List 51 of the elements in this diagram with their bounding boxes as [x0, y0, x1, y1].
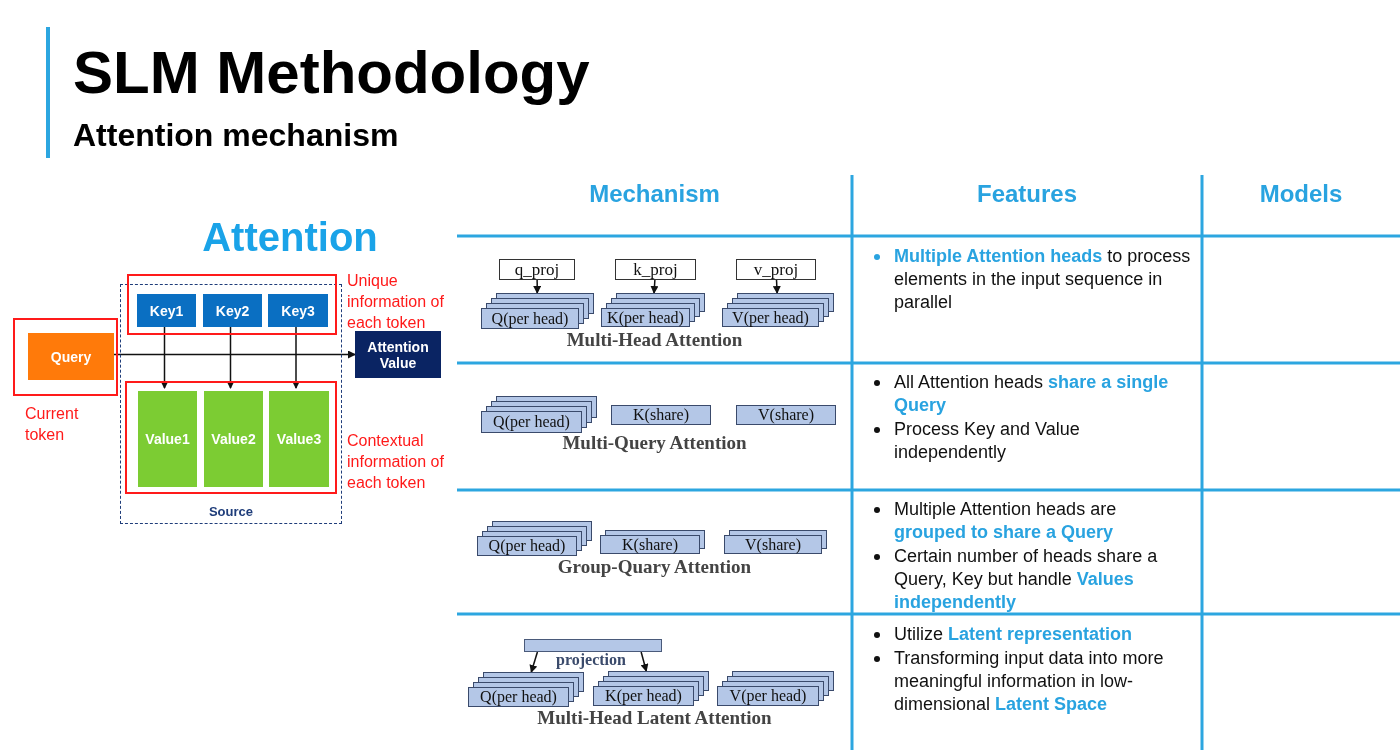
diagram-caption: Group-Quary Attention [556, 556, 753, 578]
bullet-text: Multiple Attention heads are grouped to share a Query [894, 499, 1117, 542]
projection-bar [524, 639, 662, 652]
highlight-frame [125, 381, 337, 494]
matrix-stack: K(per head) [593, 671, 709, 706]
value-box: Value2 [204, 391, 263, 487]
matrix-stack: V(per head) [717, 671, 834, 706]
matrix-box: K(share) [611, 405, 711, 425]
arrow [650, 279, 659, 294]
column-header: Features [975, 180, 1078, 208]
query-box: Query [28, 333, 114, 380]
arrow [533, 279, 542, 294]
bullet-text: Process Key and Value independently [894, 419, 1080, 462]
annotation-text: Current token [25, 404, 80, 445]
matrix-box: V(share) [736, 405, 836, 425]
diagram-caption: Multi-Head Latent Attention [536, 707, 773, 729]
annotation-text: Contextual information of each token [347, 431, 445, 493]
attention-value-box: Attention Value [355, 331, 441, 378]
projection-box: q_proj [499, 259, 575, 280]
column-header: Models [1258, 180, 1344, 208]
bullet-text: Multiple Attention heads to process elements in the input sequence in parallel [894, 246, 1191, 312]
key-box: Key3 [268, 294, 328, 327]
key-box: Key1 [137, 294, 196, 327]
slide-title: SLM Methodology [73, 38, 590, 108]
diagram-caption: Multi-Head Attention [565, 329, 744, 351]
bullet-text: Utilize Latent representation [894, 624, 1133, 644]
bullet-text: Transforming input data into more meaningful information in low-dimensional Latent Space [894, 648, 1164, 714]
section-heading: Attention [201, 215, 379, 260]
value-box: Value1 [138, 391, 197, 487]
key-box: Key2 [203, 294, 262, 327]
annotation-text: Unique information of each token [347, 271, 445, 333]
projection-box: v_proj [736, 259, 816, 280]
matrix-stack: Q(per head) [468, 672, 584, 707]
matrix-stack: K(per head) [601, 293, 705, 327]
matrix-stack: Q(per head) [477, 521, 592, 556]
highlight-frame [127, 274, 337, 335]
arrow [772, 279, 781, 294]
projection-label: projection [555, 651, 627, 669]
matrix-stack: V(per head) [722, 293, 834, 327]
slide-subtitle: Attention mechanism [73, 117, 400, 154]
source-label: Source [207, 504, 255, 519]
arrow [640, 651, 649, 672]
arrow [529, 651, 539, 673]
projection-box: k_proj [615, 259, 696, 280]
diagram-caption: Multi-Query Attention [561, 432, 748, 454]
bullet-text: All Attention heads share a single Query [894, 372, 1169, 415]
bullet-text: Certain number of heads share a Query, Key but handle Values independently [894, 546, 1158, 612]
source-box [120, 284, 342, 524]
value-box: Value3 [269, 391, 329, 487]
column-header: Mechanism [588, 180, 721, 208]
highlight-frame [13, 318, 118, 396]
